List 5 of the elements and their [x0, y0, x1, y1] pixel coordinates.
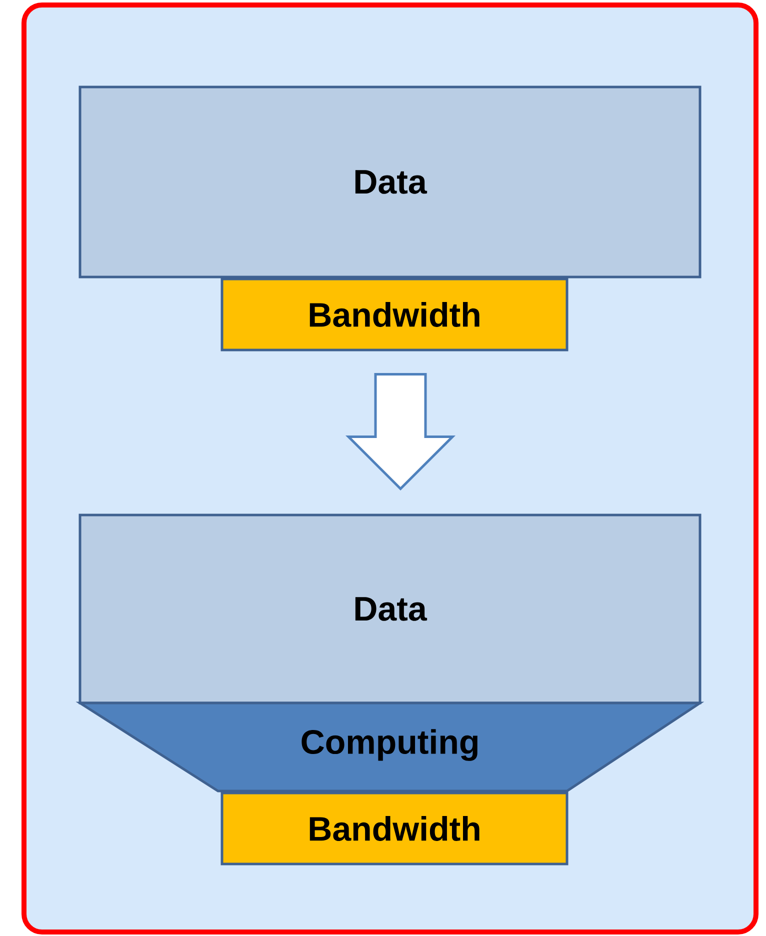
data-box: Data — [78, 514, 702, 704]
data-box: Data — [78, 86, 702, 278]
bandwidth-box: Bandwidth — [220, 278, 568, 352]
block-arrow — [345, 373, 456, 490]
bandwidth-box: Bandwidth — [220, 792, 568, 866]
